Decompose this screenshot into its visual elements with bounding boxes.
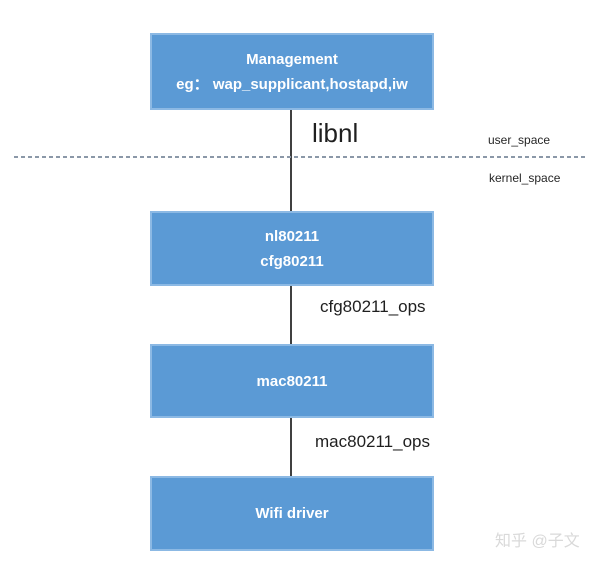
connector-mac80211-wifi-driver bbox=[290, 418, 292, 476]
label-user-space: user_space bbox=[488, 133, 551, 147]
connector-nl80211-mac80211 bbox=[290, 286, 292, 344]
label-mac80211-ops: mac80211_ops bbox=[315, 432, 430, 451]
zhihu-watermark: 知乎 @子文 bbox=[495, 533, 580, 550]
box-nl80211-cfg80211: nl80211 cfg80211 bbox=[150, 211, 434, 286]
box-wifi-driver: Wifi driver bbox=[150, 476, 434, 551]
box-management-line-1: Management bbox=[246, 50, 338, 68]
label-kernel-space: kernel_space bbox=[489, 171, 561, 185]
user-kernel-boundary-dashed-line bbox=[14, 156, 588, 158]
connector-management-nl80211 bbox=[290, 110, 292, 211]
box-nl80211-line-1: nl80211 bbox=[264, 227, 320, 245]
box-nl80211-line-2: cfg80211 bbox=[260, 252, 324, 270]
box-mac80211-line-1: mac80211 bbox=[256, 372, 328, 390]
box-management: Management eg： wap_supplicant,hostapd,iw bbox=[150, 33, 434, 110]
box-management-line-2: eg： wap_supplicant,hostapd,iw bbox=[176, 75, 408, 93]
box-wifi-driver-line-1: Wifi driver bbox=[255, 505, 329, 522]
label-cfg80211-ops: cfg80211_ops bbox=[320, 297, 426, 316]
label-libnl: libnl bbox=[312, 118, 359, 148]
box-mac80211: mac80211 bbox=[150, 344, 434, 418]
